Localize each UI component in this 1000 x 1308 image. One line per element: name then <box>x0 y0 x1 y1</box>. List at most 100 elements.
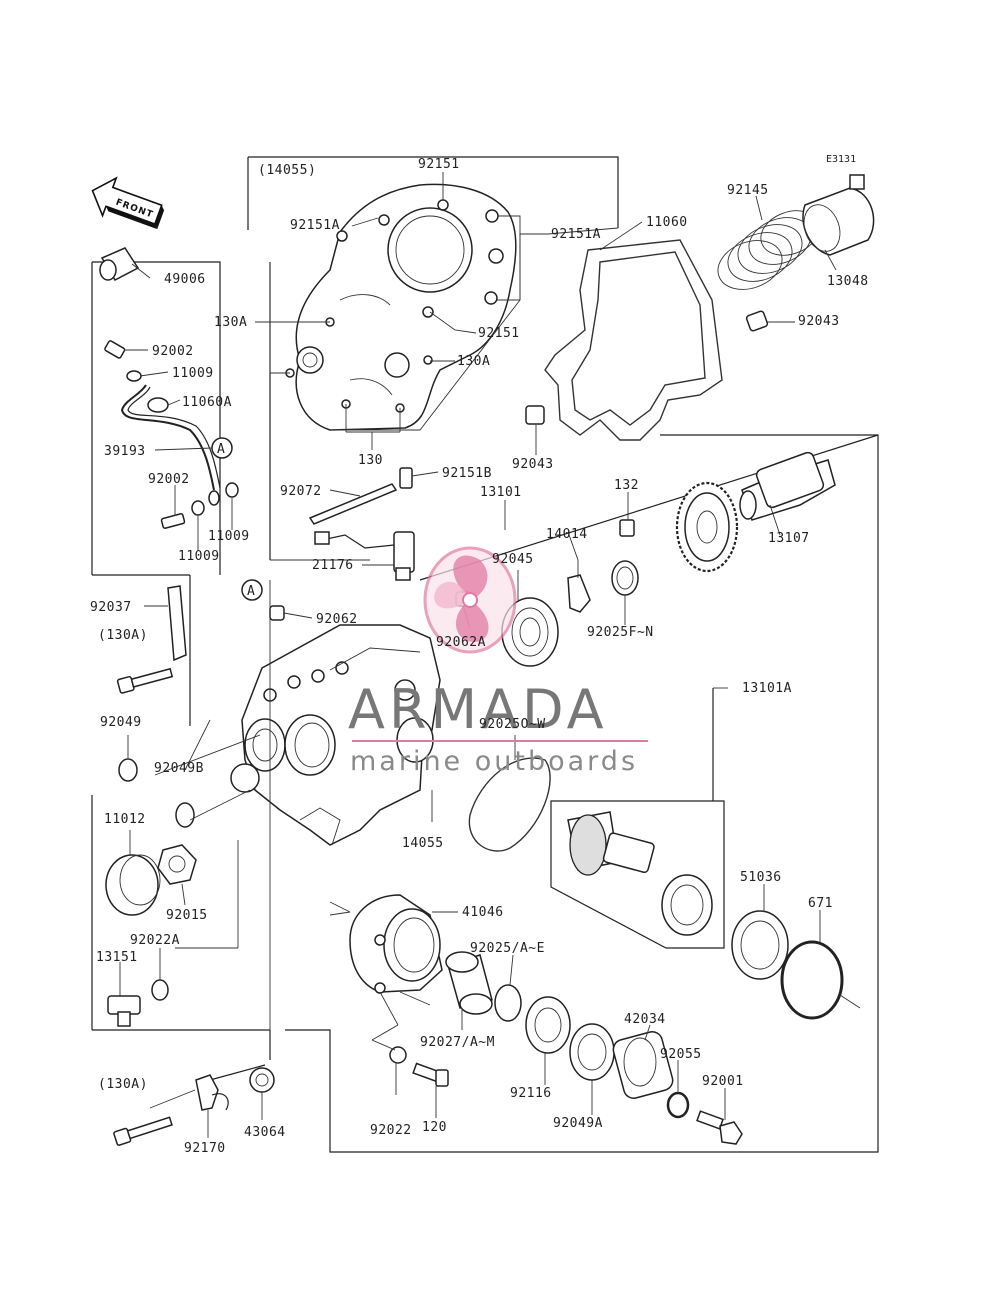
washer-11009-c <box>191 500 205 516</box>
label-92151A-right: 92151A <box>551 227 601 242</box>
label-92045: 92045 <box>492 552 534 567</box>
label-92145: 92145 <box>727 183 769 198</box>
shim-92025F-N <box>611 560 639 596</box>
seal-51036 <box>731 910 789 980</box>
gear-assembly-13101A <box>567 811 713 936</box>
label-120: 120 <box>422 1120 447 1135</box>
dowel-92043-b <box>525 405 545 425</box>
callout-a-1: A <box>217 442 225 457</box>
bolt-92002-a <box>104 340 126 359</box>
label-92025A-E: 92025/A~E <box>470 941 545 956</box>
plug-13151 <box>107 995 141 1027</box>
label-43064: 43064 <box>244 1125 286 1140</box>
label-92049: 92049 <box>100 715 142 730</box>
propeller-logo-icon <box>423 546 517 654</box>
bolt-130A-bottom <box>113 1116 173 1146</box>
gasket-92025O-W <box>468 757 551 852</box>
label-92043-b: 92043 <box>512 457 554 472</box>
label-92001: 92001 <box>702 1074 744 1089</box>
washer-92049A <box>569 1023 615 1081</box>
label-92025O-W: 92025O~W <box>479 717 546 732</box>
label-92151-mid: 92151 <box>478 326 520 341</box>
label-92037: 92037 <box>90 600 132 615</box>
label-92116: 92116 <box>510 1086 552 1101</box>
callout-a-2: A <box>247 584 255 599</box>
bearing-92116 <box>525 996 571 1054</box>
washer-11009-a <box>126 370 142 382</box>
label-92170: 92170 <box>184 1141 226 1156</box>
fitting-49006 <box>99 247 140 281</box>
label-11009-a: 11009 <box>172 366 214 381</box>
washer-92022A <box>151 979 169 1001</box>
stopper-14014 <box>567 574 591 613</box>
bolt-132 <box>619 519 635 537</box>
label-671: 671 <box>808 896 833 911</box>
label-51036: 51036 <box>740 870 782 885</box>
washer-92049 <box>118 758 138 782</box>
washer-92049B <box>175 802 195 828</box>
watermark-tagline: marine outboards <box>350 746 638 777</box>
label-13101A: 13101A <box>742 681 792 696</box>
bearing-92045 <box>501 597 559 667</box>
label-49006: 49006 <box>164 272 206 287</box>
label-92025F-N: 92025F~N <box>587 625 654 640</box>
bolt-130A-top <box>116 667 174 694</box>
collar-92027 <box>445 951 493 1015</box>
label-39193: 39193 <box>104 444 146 459</box>
diagram-code: E3131 <box>826 154 856 165</box>
label-14055: 14055 <box>402 836 444 851</box>
label-92022A: 92022A <box>130 933 180 948</box>
label-11009-b: 11009 <box>178 549 220 564</box>
watermark: ARMADA marine outboards <box>348 546 648 777</box>
label-130A-right: 130A <box>457 354 490 369</box>
bolt-92002-b <box>160 513 186 529</box>
label-41046: 41046 <box>462 905 504 920</box>
label-11012: 11012 <box>104 812 146 827</box>
label-92072: 92072 <box>280 484 322 499</box>
watermark-brand: ARMADA <box>348 678 608 741</box>
part-labels: 92151 92151A 92151A 92151 130A 130A 130 … <box>90 157 868 1156</box>
label-92055: 92055 <box>660 1047 702 1062</box>
nut-92015 <box>157 844 197 885</box>
gear-13101 <box>675 481 739 573</box>
coupling-42034 <box>612 1031 674 1099</box>
bolt-120 <box>412 1062 449 1087</box>
label-92027A-M: 92027/A~M <box>420 1035 495 1050</box>
label-130: 130 <box>358 453 383 468</box>
label-92062A: 92062A <box>436 635 486 650</box>
bracket-92170 <box>195 1074 229 1111</box>
o-ring-671 <box>780 940 844 1020</box>
leader-lines <box>119 172 861 1138</box>
hose-39193 <box>120 384 215 491</box>
label-11009-c: 11009 <box>208 529 250 544</box>
seal-11012 <box>105 854 159 916</box>
plate-92037 <box>167 585 187 662</box>
label-92022: 92022 <box>370 1123 412 1138</box>
label-11060A: 11060A <box>182 395 232 410</box>
case-41046 <box>349 894 443 994</box>
label-13151: 13151 <box>96 950 138 965</box>
housing-14055 <box>230 624 441 846</box>
label-92151B: 92151B <box>442 466 492 481</box>
shim-92025A-E <box>494 984 522 1022</box>
gasket-11060A <box>147 397 169 413</box>
label-92015: 92015 <box>166 908 208 923</box>
label-92049B: 92049B <box>154 761 204 776</box>
group-label: (14055) <box>258 163 316 178</box>
label-92002-a: 92002 <box>152 344 194 359</box>
cable-tie-92072 <box>308 483 398 525</box>
label-92043-a: 92043 <box>798 314 840 329</box>
label-13107: 13107 <box>768 531 810 546</box>
label-92049A: 92049A <box>553 1116 603 1131</box>
label-130A-left: 130A <box>214 315 247 330</box>
cup-13048 <box>802 174 875 256</box>
sensor-21176 <box>314 531 415 581</box>
washer-92022 <box>389 1046 407 1064</box>
cover-14055 <box>285 183 517 431</box>
pinion-13107 <box>739 451 836 521</box>
front-arrow-icon: FRONT <box>91 176 165 230</box>
label-92062: 92062 <box>316 612 358 627</box>
label-21176: 21176 <box>312 558 354 573</box>
label-13101: 13101 <box>480 485 522 500</box>
